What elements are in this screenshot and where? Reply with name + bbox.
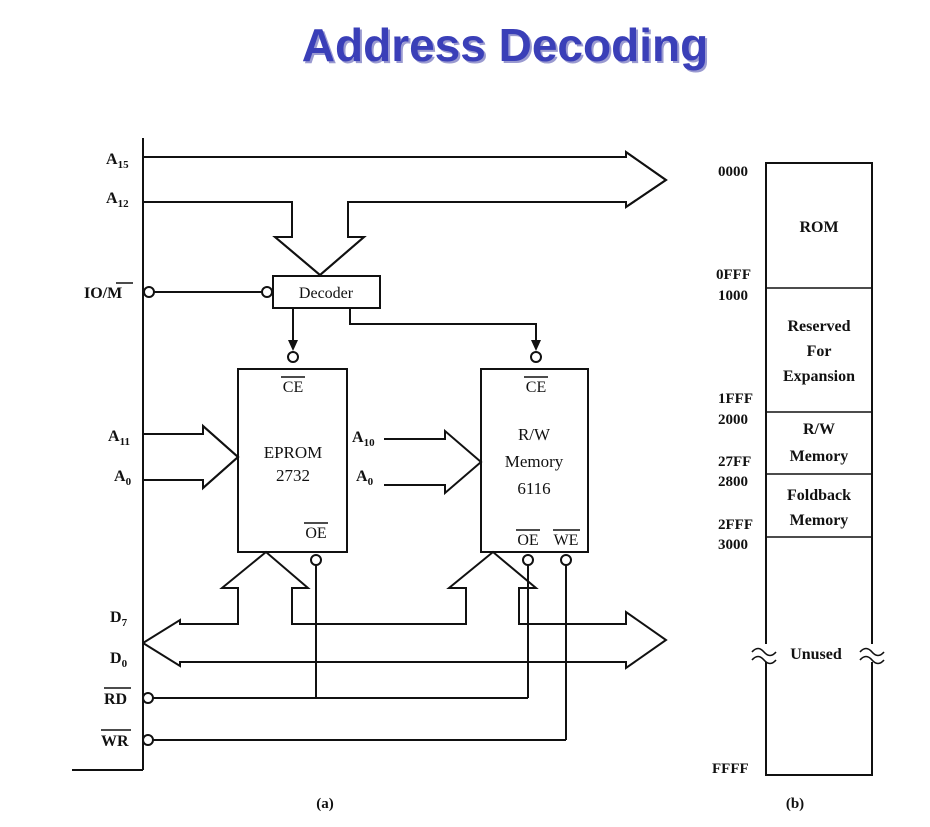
rw-ce-label: CE [526, 379, 546, 396]
caption-a: (a) [316, 796, 334, 812]
label-d7: D7 [110, 609, 128, 629]
region-unused: Unused [790, 646, 842, 663]
region-rw-1: R/W [803, 421, 835, 438]
caption-b: (b) [786, 796, 804, 812]
rw-part: 6116 [517, 479, 550, 498]
rw-memory-chip [480, 368, 589, 553]
region-foldback-1: Foldback [787, 487, 851, 504]
rw-line2: Memory [505, 452, 564, 471]
break-mark-left [751, 647, 777, 657]
region-reserved-1: Reserved [787, 318, 850, 335]
label-rd: RD [104, 691, 127, 708]
memory-map-b: 0000 0FFF 1000 1FFF 2000 27FF 2800 2FFF … [712, 162, 886, 812]
eprom-chip [237, 368, 348, 553]
label-a10: A10 [352, 429, 375, 449]
circuit-diagram-a: Decoder CE EPROM 2732 OE CE R/W Memory 6… [72, 138, 668, 812]
wr-pin-bubble [142, 734, 154, 746]
addr-1000: 1000 [718, 288, 748, 304]
label-a11: A11 [108, 428, 130, 448]
eprom-part: 2732 [276, 466, 310, 485]
rw-line1: R/W [518, 425, 551, 444]
eprom-ce-label: CE [283, 379, 303, 396]
addr-0fff: 0FFF [716, 267, 751, 283]
label-a0-mid: A0 [356, 468, 374, 488]
addr-ffff: FFFF [712, 761, 749, 777]
label-wr: WR [101, 733, 129, 750]
region-rw-2: Memory [790, 448, 849, 465]
addr-1fff: 1FFF [718, 391, 753, 407]
region-reserved-2: For [807, 343, 832, 360]
rd-pin-bubble [142, 692, 154, 704]
rw-we-label: WE [554, 532, 579, 549]
addr-27ff: 27FF [718, 454, 751, 470]
label-d0: D0 [110, 650, 128, 670]
addr-2fff: 2FFF [718, 517, 753, 533]
iom-pin-bubble [143, 286, 155, 298]
eprom-oe-label: OE [305, 525, 326, 542]
eprom-name: EPROM [264, 443, 323, 462]
page-title: Address Decoding [301, 19, 709, 71]
label-a0-left: A0 [114, 468, 132, 488]
addr-0000: 0000 [718, 164, 748, 180]
region-rom: ROM [799, 219, 838, 236]
decoder-label: Decoder [299, 285, 354, 302]
break-mark-right [859, 647, 885, 657]
decoder-input-bubble [261, 286, 273, 298]
addr-2000: 2000 [718, 412, 748, 428]
memory-map-column [765, 162, 873, 776]
addr-3000: 3000 [718, 537, 748, 553]
region-foldback-2: Memory [790, 512, 849, 529]
label-a15: A15 [106, 151, 129, 171]
addr-2800: 2800 [718, 474, 748, 490]
rw-oe-label: OE [517, 532, 538, 549]
region-reserved-3: Expansion [783, 368, 855, 385]
label-a12: A12 [106, 190, 129, 210]
label-iom: IO/M [84, 285, 122, 302]
